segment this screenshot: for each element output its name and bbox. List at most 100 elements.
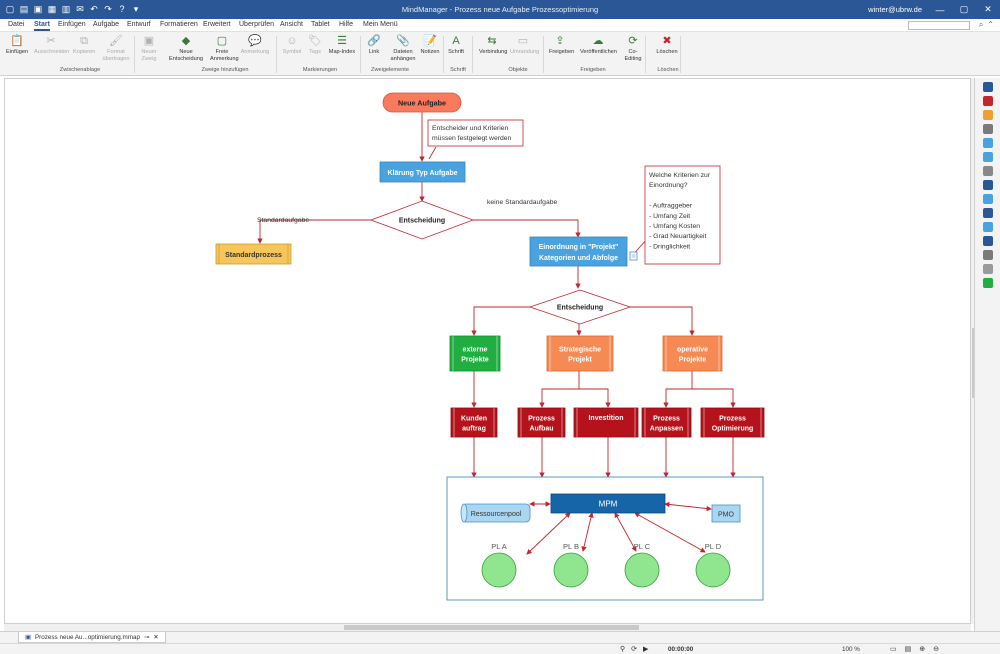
link-pane-icon[interactable] <box>982 222 993 232</box>
ribbon-options-icon[interactable]: ⌃ <box>987 20 994 29</box>
node-ressourcenpool[interactable]: Ressourcenpool <box>460 503 531 523</box>
close-icon[interactable]: ✕ <box>153 633 159 641</box>
ribbon-button[interactable]: 📝Notizen <box>420 35 440 56</box>
ribbon-button[interactable]: ☺Symbol <box>281 35 303 56</box>
document-tab[interactable]: ▣ Prozess neue Au...optimierung.mmap ⊸ ✕ <box>18 632 166 643</box>
menu-tab[interactable]: Erweitert <box>203 21 231 28</box>
redo-icon[interactable]: ↷ <box>104 3 112 14</box>
task-pane-icon[interactable] <box>982 82 993 92</box>
note-indicator-icon[interactable] <box>629 251 638 261</box>
menu-tab[interactable]: Formatieren <box>160 21 198 28</box>
node-pl[interactable]: PL A <box>481 542 517 588</box>
node-investition[interactable]: Investition <box>573 407 639 438</box>
menu-tab[interactable]: Datei <box>8 21 25 28</box>
map-canvas[interactable]: Neue Aufgabe Entscheider und Kriterien m… <box>4 78 971 624</box>
node-einordnung[interactable]: Einordnung in "Projekt" Kategorien und A… <box>529 236 628 267</box>
settings-icon[interactable] <box>982 250 993 260</box>
menu-tab[interactable]: Einfügen <box>58 21 86 28</box>
user-account[interactable]: winter@ubrw.de <box>868 5 922 14</box>
ribbon-button[interactable]: 🔗Link <box>366 35 382 56</box>
save-all-icon[interactable]: ▦ <box>47 3 57 14</box>
open-icon[interactable]: ▤ <box>19 3 29 14</box>
ribbon-button[interactable]: 📋Einfügen <box>6 35 28 56</box>
horizontal-scrollbar[interactable] <box>4 624 971 631</box>
ribbon-button[interactable]: 💬Anmerkung <box>240 35 270 56</box>
ribbon-button[interactable]: ✖Löschen <box>656 35 678 56</box>
styles-icon[interactable] <box>982 208 993 218</box>
maximize-icon[interactable]: ▢ <box>959 4 969 14</box>
ribbon-button[interactable]: ⇆Verbindung <box>479 35 507 56</box>
ribbon-button[interactable]: ⇪Freigeben <box>549 35 574 56</box>
zoom-pane-icon[interactable] <box>982 166 993 176</box>
print-icon[interactable]: ▥ <box>61 3 71 14</box>
filter-icon[interactable]: ⚲ <box>620 646 626 653</box>
menu-tab[interactable]: Aufgabe <box>93 21 120 28</box>
excel-icon[interactable] <box>982 278 993 288</box>
email-icon[interactable]: ✉ <box>76 3 84 14</box>
ribbon-button[interactable]: 🏷Tags <box>307 35 323 56</box>
node-entscheidung-1[interactable]: Entscheidung <box>369 200 475 240</box>
menu-tab[interactable]: Mein Menü <box>363 21 398 28</box>
search-input[interactable] <box>908 21 970 30</box>
node-entscheidung-2[interactable]: Entscheidung <box>528 289 632 325</box>
node-mpm[interactable]: MPM <box>550 493 666 514</box>
pin-icon[interactable]: ⊸ <box>143 633 150 641</box>
zoom-in-icon[interactable]: ⊕ <box>919 646 926 653</box>
menu-tab[interactable]: Ansicht <box>280 21 303 28</box>
scroll-thumb[interactable] <box>344 625 639 630</box>
search-icon[interactable]: ⌕ <box>978 20 984 29</box>
undo-icon[interactable]: ↶ <box>90 3 98 14</box>
markers-icon[interactable] <box>982 96 993 106</box>
properties-icon[interactable] <box>982 194 993 204</box>
node-pl[interactable]: PL D <box>695 542 731 588</box>
notes-icon[interactable] <box>982 124 993 134</box>
help-pane-icon[interactable] <box>982 264 993 274</box>
zoom-out-icon[interactable]: ⊖ <box>933 646 939 653</box>
view-mode-icon[interactable]: ▤ <box>904 646 912 653</box>
minimize-icon[interactable]: — <box>935 4 945 15</box>
ribbon-button[interactable]: ✂Ausschneiden <box>34 35 69 56</box>
search-pane-icon[interactable] <box>982 152 993 162</box>
more-icon[interactable]: ▾ <box>133 3 139 14</box>
map-parts-icon[interactable] <box>982 180 993 190</box>
node-pmo[interactable]: PMO <box>711 504 741 523</box>
task-info-icon[interactable] <box>982 110 993 120</box>
menu-tab[interactable]: Hilfe <box>339 21 354 28</box>
menu-tab[interactable]: Entwurf <box>127 21 151 28</box>
help-icon[interactable]: ? <box>119 4 125 14</box>
ribbon-button[interactable]: ☰Map-Index <box>328 35 356 56</box>
node-pl[interactable]: PL C <box>624 542 660 588</box>
node-standardprozess[interactable]: Standardprozess <box>215 243 292 265</box>
note-entscheider[interactable]: Entscheider und Kriterien müssen festgel… <box>427 119 524 147</box>
timer-play-icon[interactable]: ▶ <box>643 646 649 653</box>
sync-icon[interactable]: ⟳ <box>631 646 638 653</box>
library-icon[interactable] <box>982 138 993 148</box>
new-icon[interactable]: ▢ <box>5 3 15 14</box>
menu-tab[interactable]: Tablet <box>311 21 330 28</box>
save-icon[interactable]: ▣ <box>33 3 43 14</box>
node-neue-aufgabe[interactable]: Neue Aufgabe <box>382 92 462 113</box>
node-klaerung[interactable]: Klärung Typ Aufgabe <box>379 161 466 183</box>
fit-map-icon[interactable]: ▭ <box>890 646 897 653</box>
zoom-level[interactable]: 100 % <box>842 646 860 653</box>
ribbon-button[interactable]: ⟳Co-Editing <box>621 35 645 62</box>
ribbon-button[interactable]: ⧉Kopieren <box>73 35 95 56</box>
close-icon[interactable]: ✕ <box>984 4 992 14</box>
outlook-icon[interactable] <box>982 236 993 246</box>
ribbon-button[interactable]: ☁Veröffentlichen <box>580 35 617 56</box>
menu-tab[interactable]: Start <box>34 21 50 31</box>
